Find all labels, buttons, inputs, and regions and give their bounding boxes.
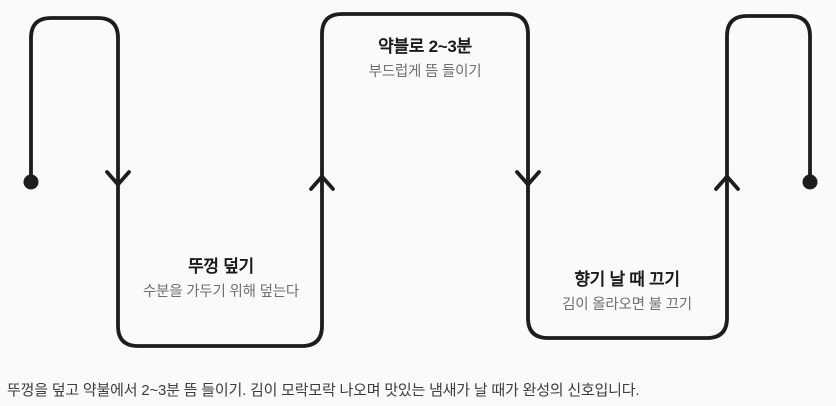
caption-text: 뚜껑을 덮고 약불에서 2~3분 뜸 들이기. 김이 모락모락 나오며 맛있는 … <box>7 382 640 399</box>
arrow-up-icon <box>309 174 335 191</box>
arrow-down-icon <box>515 170 541 187</box>
step-title: 향기 날 때 끄기 <box>574 270 680 289</box>
step-turn-off-heat: 향기 날 때 끄기 김이 올라오면 불 끄기 <box>517 268 737 315</box>
step-subtitle: 부드럽게 뜸 들이기 <box>368 64 482 80</box>
arrow-up-icon <box>714 174 740 191</box>
flow-path-line <box>29 12 812 348</box>
arrow-down-icon <box>105 170 131 187</box>
flow-start-dot <box>23 174 39 190</box>
step-cover-lid: 뚜껑 덮기 수분을 가두기 위해 덮는다 <box>111 255 331 302</box>
step-low-heat-steam: 약블로 2~3분 부드럽게 뜸 들이기 <box>315 35 535 82</box>
step-subtitle: 수분을 가두기 위해 덮는다 <box>142 284 300 300</box>
step-title: 약블로 2~3분 <box>378 37 472 56</box>
step-title: 뚜껑 덮기 <box>188 257 254 276</box>
flow-end-dot <box>802 174 818 190</box>
step-subtitle: 김이 올라오면 불 끄기 <box>562 297 692 313</box>
serpentine-flow-svg <box>23 12 818 348</box>
